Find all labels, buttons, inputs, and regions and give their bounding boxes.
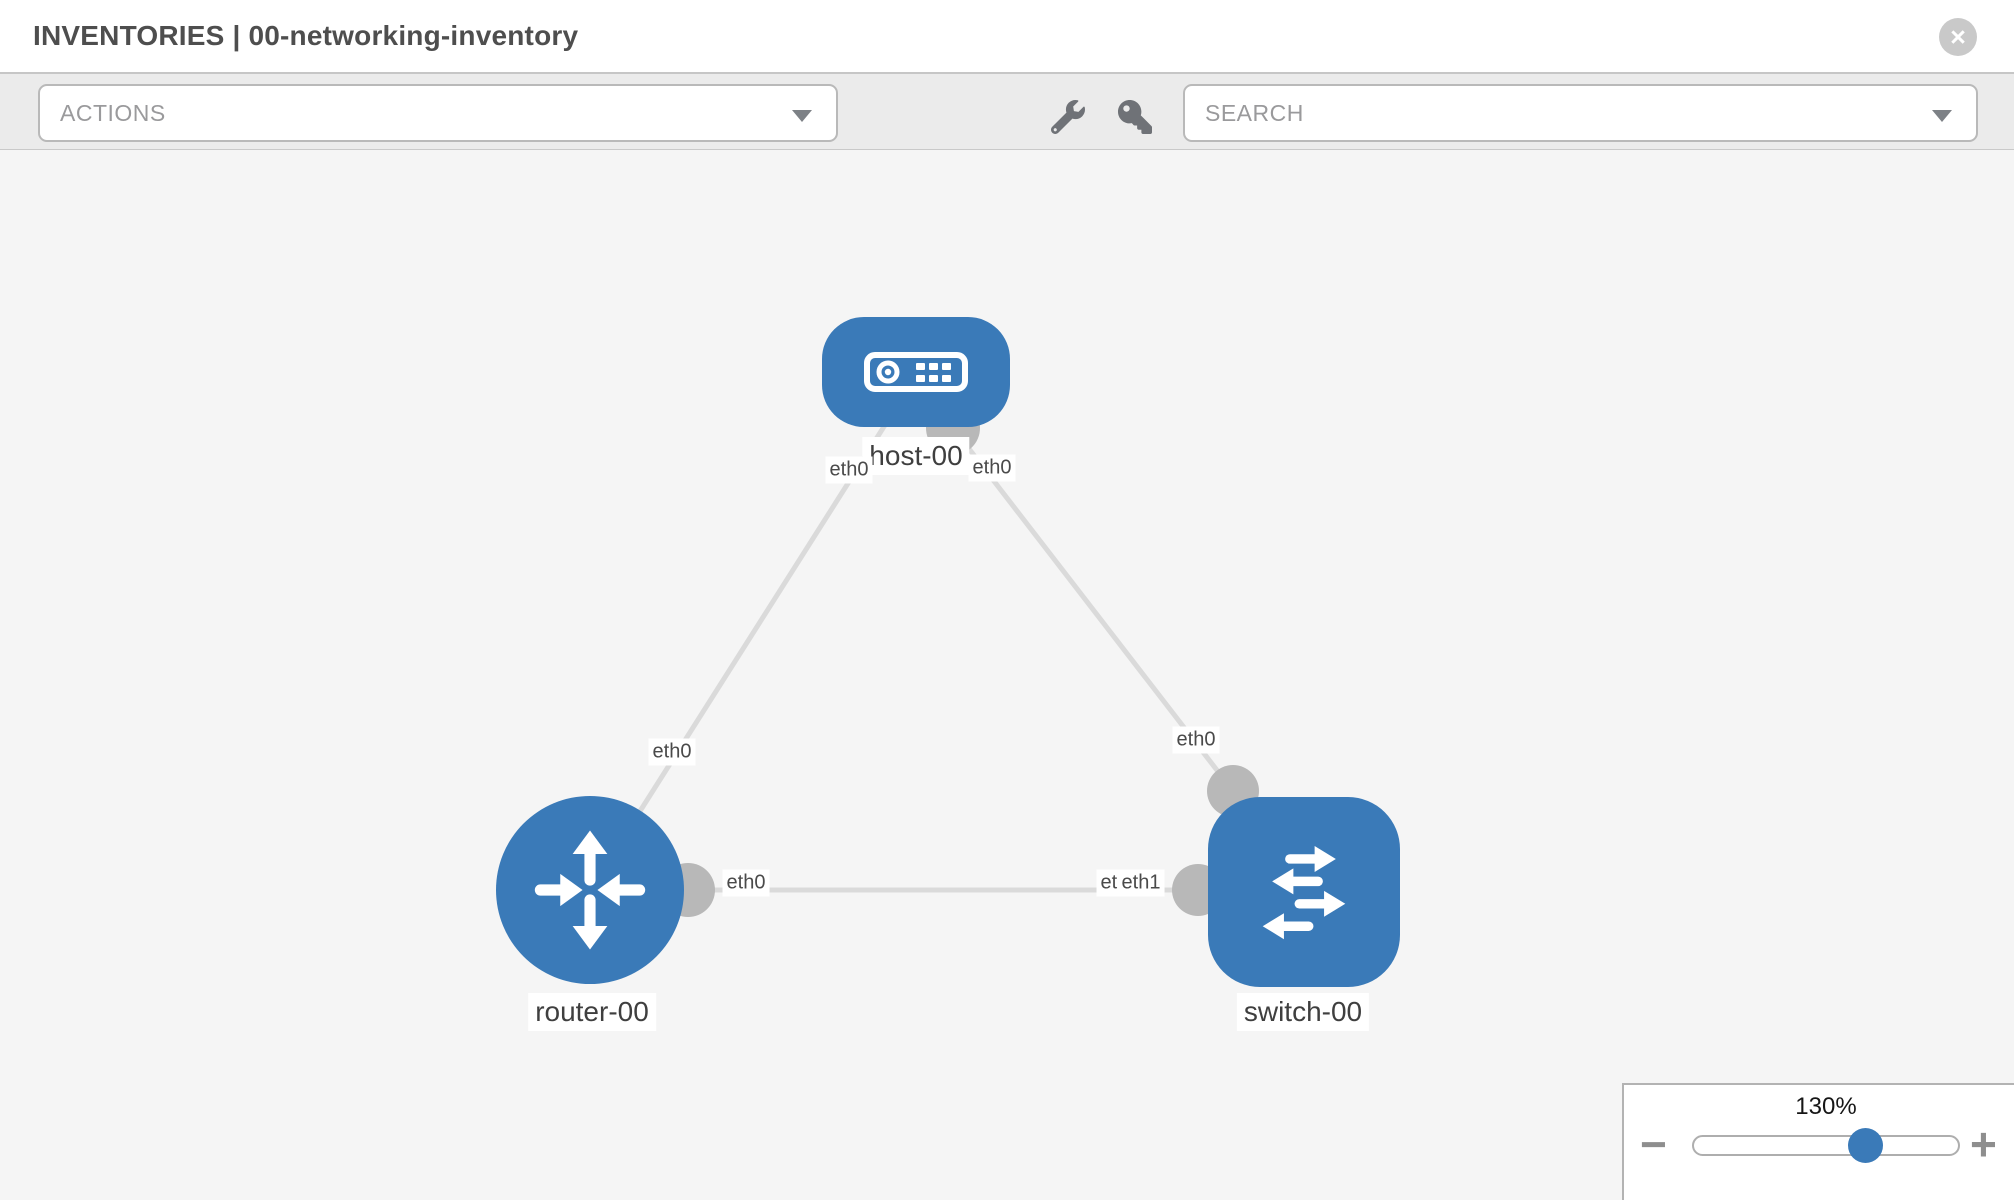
close-icon[interactable]: ×: [1939, 18, 1977, 56]
zoom-out-button[interactable]: −: [1640, 1118, 1667, 1170]
zoom-control-panel: 130% − +: [1622, 1083, 2014, 1200]
zoom-in-button[interactable]: +: [1970, 1118, 1997, 1170]
close-glyph: ×: [1950, 21, 1966, 52]
zoom-slider-track[interactable]: [1692, 1135, 1960, 1156]
node-label-router: router-00: [528, 993, 656, 1031]
switch-icon: [1262, 845, 1346, 940]
zoom-level-value: 130%: [1795, 1093, 1857, 1120]
caret-down-icon: [792, 110, 812, 122]
interface-label: eth0: [1172, 726, 1220, 754]
links-layer: [587, 401, 1259, 917]
router-icon: [534, 830, 646, 950]
key-icon[interactable]: [1118, 100, 1152, 134]
search-dropdown-placeholder: SEARCH: [1205, 99, 1304, 126]
actions-dropdown[interactable]: ACTIONS: [38, 84, 838, 142]
interface-label: eth0: [722, 869, 770, 897]
node-switch-00[interactable]: [1208, 797, 1400, 987]
interface-label: eth0: [648, 738, 696, 766]
interface-label: eth0: [825, 456, 873, 484]
title-bar: INVENTORIES | 00-networking-inventory ×: [0, 0, 2014, 72]
wrench-icon[interactable]: [1050, 100, 1085, 135]
zoom-slider-knob[interactable]: [1848, 1128, 1883, 1163]
toolbar: ACTIONS SEARCH: [0, 72, 2014, 150]
topology-canvas[interactable]: host-00 router-00 switch-00 eth0 eth0 et…: [0, 150, 2014, 1200]
interface-label: eth1: [1117, 869, 1165, 897]
node-label-switch: switch-00: [1236, 993, 1370, 1031]
interface-label: eth0: [968, 454, 1016, 482]
page-title: INVENTORIES | 00-networking-inventory: [33, 20, 579, 51]
search-dropdown[interactable]: SEARCH: [1183, 84, 1978, 142]
caret-down-icon: [1932, 110, 1952, 122]
node-host-00[interactable]: [822, 317, 1010, 427]
node-label-host: host-00: [862, 437, 970, 475]
host-icon: [864, 352, 968, 392]
actions-dropdown-placeholder: ACTIONS: [60, 99, 166, 126]
node-router-00[interactable]: [496, 796, 684, 984]
